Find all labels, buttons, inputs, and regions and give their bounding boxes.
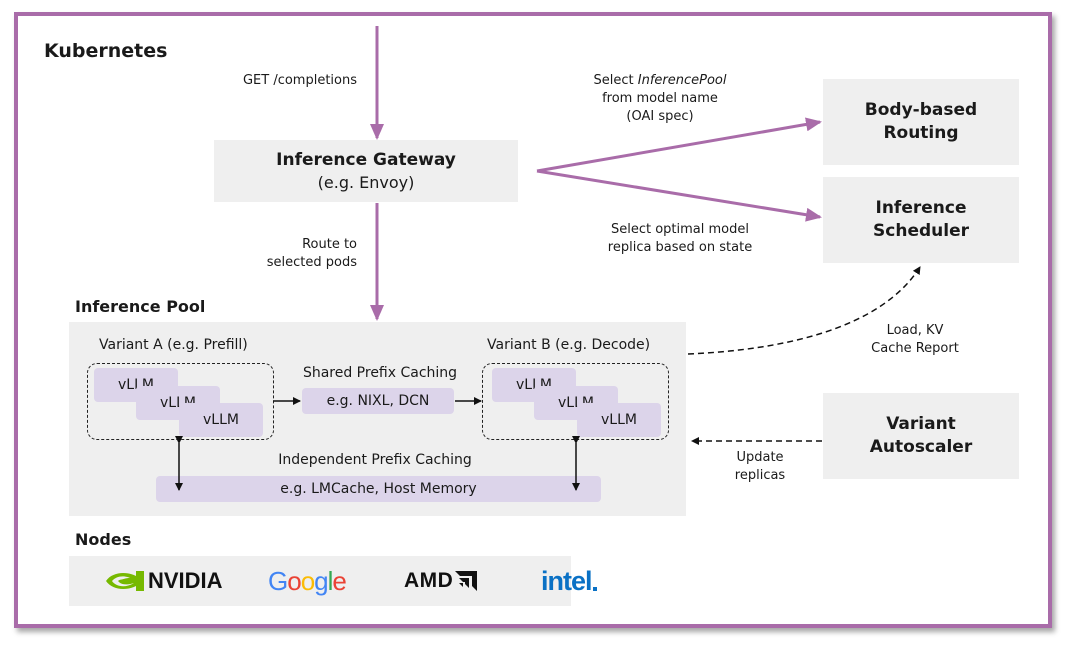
- google-logo: Google: [268, 565, 347, 597]
- gateway-title: Inference Gateway: [276, 149, 456, 170]
- variant-b-label: Variant B (e.g. Decode): [487, 337, 651, 353]
- intel-logo: intel: [541, 565, 597, 597]
- independent-caching-label: Independent Prefix Caching: [278, 452, 472, 468]
- nvidia-logo: NVIDIA: [104, 565, 223, 597]
- nodes-bar: [69, 556, 571, 606]
- independent-caching-pill[interactable]: e.g. LMCache, Host Memory: [156, 476, 601, 502]
- update-replicas-line2: replicas: [734, 468, 786, 483]
- shared-caching-label: Shared Prefix Caching: [302, 365, 458, 381]
- variant-a-label: Variant A (e.g. Prefill): [99, 337, 248, 353]
- nodes-title: Nodes: [75, 530, 132, 549]
- select-pool-italic: InferencePool: [637, 73, 727, 88]
- inference-gateway-box[interactable]: Inference Gateway (e.g. Envoy): [214, 140, 518, 202]
- update-replicas-line1: Update: [736, 450, 784, 465]
- select-replica-line2: replica based on state: [607, 240, 753, 255]
- select-pool-prefix: Select: [593, 73, 638, 88]
- route-label-line2: selected pods: [266, 255, 357, 270]
- request-label: GET /completions: [242, 73, 357, 88]
- route-label-line1: Route to: [302, 237, 357, 252]
- amd-wordmark: AMD: [404, 569, 454, 592]
- autoscaler-line1: Variant: [886, 414, 956, 434]
- autoscaler-line2: Autoscaler: [869, 437, 973, 457]
- amd-logo: AMD: [404, 565, 478, 597]
- body-routing-line2: Routing: [883, 123, 959, 143]
- route-label: Route to selected pods: [220, 236, 357, 272]
- intel-dot: [592, 587, 597, 591]
- amd-arrow-icon: [455, 571, 478, 591]
- select-pool-line1: Select InferencePool: [580, 72, 740, 90]
- gateway-subtitle: (e.g. Envoy): [317, 172, 415, 192]
- select-pool-line2: from model name: [602, 91, 718, 106]
- update-replicas-label: Update replicas: [712, 449, 808, 485]
- variant-b-vllm-3[interactable]: vLLM: [577, 403, 661, 437]
- scheduler-line2: Scheduler: [873, 221, 969, 241]
- select-pool-line3: (OAI spec): [626, 109, 694, 124]
- shared-caching-pill[interactable]: e.g. NIXL, DCN: [302, 388, 454, 414]
- nvidia-wordmark: NVIDIA: [148, 568, 223, 593]
- load-report-line1: Load, KV: [886, 323, 944, 338]
- inference-scheduler-box[interactable]: Inference Scheduler: [823, 177, 1019, 263]
- body-routing-line1: Body-based: [864, 100, 978, 120]
- intel-wordmark: intel: [541, 565, 593, 596]
- load-report-label: Load, KV Cache Report: [860, 322, 970, 358]
- nvidia-eye-icon: [106, 571, 144, 591]
- kubernetes-title: Kubernetes: [44, 40, 168, 62]
- variant-autoscaler-box[interactable]: Variant Autoscaler: [823, 393, 1019, 479]
- select-replica-label: Select optimal model replica based on st…: [580, 221, 780, 257]
- inference-pool-title: Inference Pool: [75, 297, 206, 316]
- select-pool-label: Select InferencePool from model name (OA…: [580, 72, 740, 126]
- select-replica-line1: Select optimal model: [610, 222, 749, 237]
- variant-a-vllm-3[interactable]: vLLM: [179, 403, 263, 437]
- load-report-line2: Cache Report: [871, 341, 959, 356]
- body-based-routing-box[interactable]: Body-based Routing: [823, 79, 1019, 165]
- scheduler-line1: Inference: [875, 198, 967, 218]
- google-wordmark: Google: [268, 565, 347, 596]
